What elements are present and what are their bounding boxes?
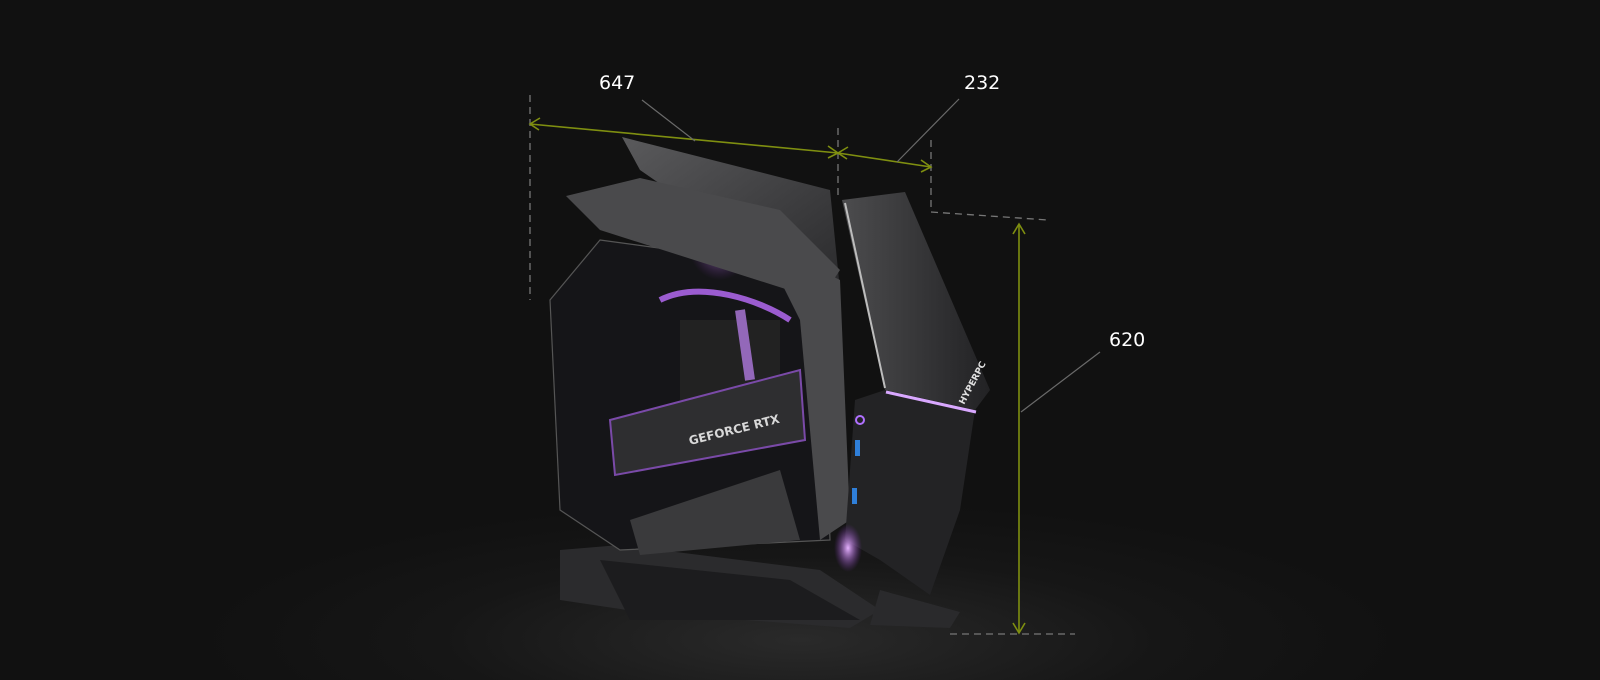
- width-label: 232: [964, 72, 1001, 94]
- case-top-panels: [566, 137, 850, 540]
- case-stand: [560, 545, 960, 628]
- height-label: 620: [1109, 329, 1146, 351]
- extension-lines: [529, 95, 1075, 635]
- case-front-tower: HYPERPC: [834, 192, 990, 595]
- length-label: 647: [599, 72, 636, 94]
- width-dimension-line: [836, 146, 933, 173]
- length-dimension-line: [528, 117, 840, 159]
- leader-lines: [641, 98, 1101, 413]
- height-dimension-line: [1012, 222, 1026, 635]
